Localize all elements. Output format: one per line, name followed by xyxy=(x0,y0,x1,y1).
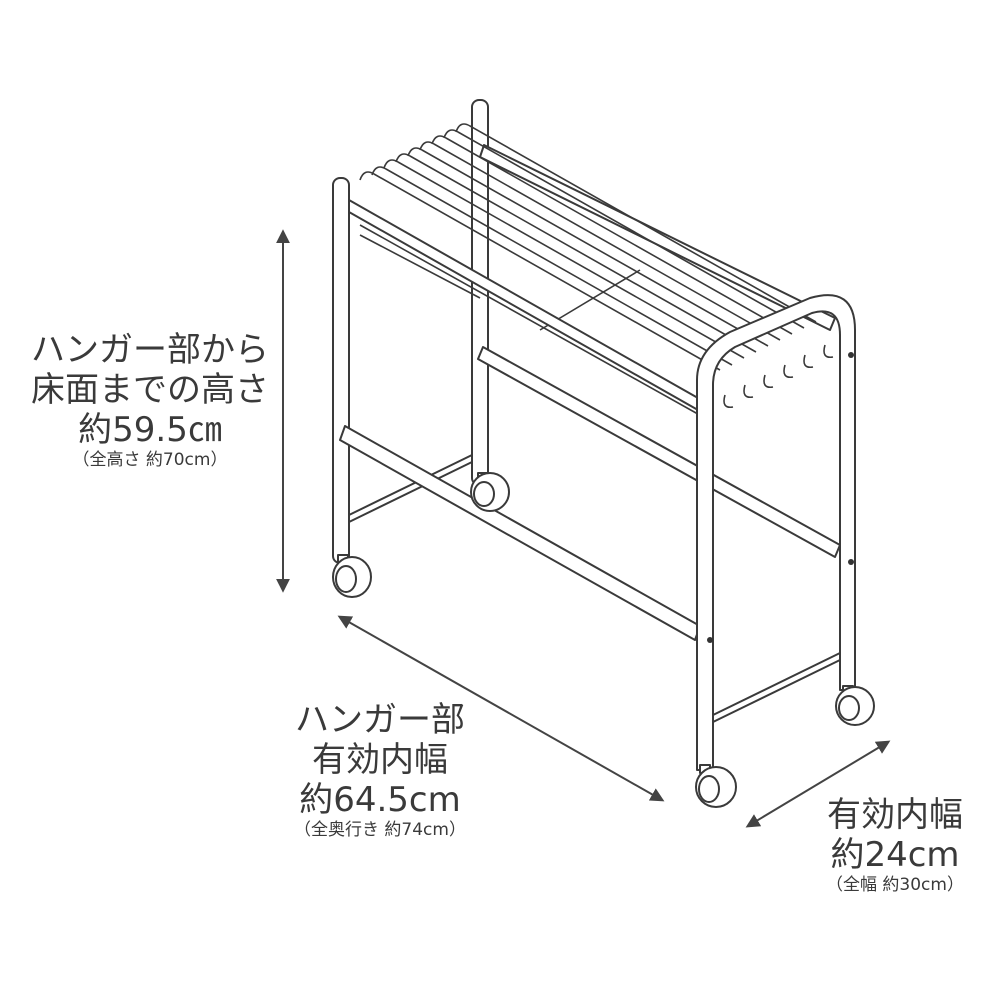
depth-label-value: 約64.5cm xyxy=(299,780,461,821)
front-lower-bar xyxy=(339,425,701,641)
back-top-rail xyxy=(479,144,836,331)
height-label-note: （全高さ 約70cm） xyxy=(72,450,228,471)
width-arrow xyxy=(745,740,891,828)
depth-arrow xyxy=(337,615,665,802)
height-dimension-label: ハンガー部から 床面までの高さ 約59.5㎝ （全高さ 約70cm） xyxy=(10,330,290,470)
width-label-note: （全幅 約30cm） xyxy=(826,875,964,896)
depth-label-note: （全奥行き 約74cm） xyxy=(294,820,466,841)
hangers xyxy=(354,123,834,419)
depth-label-line1: ハンガー部 xyxy=(295,700,465,740)
depth-dimension-label: ハンガー部 有効内幅 約64.5cm （全奥行き 約74cm） xyxy=(265,700,495,840)
width-label-line1: 有効内幅 xyxy=(827,795,963,835)
right-arch-frame xyxy=(696,294,856,771)
width-label-value: 約24cm xyxy=(830,835,960,876)
back-lower-bar xyxy=(477,346,841,558)
depth-label-line2: 有効内幅 xyxy=(312,740,448,781)
height-label-line2: 床面までの高さ xyxy=(31,370,269,411)
right-side-bar xyxy=(712,652,841,723)
casters xyxy=(332,472,875,808)
front-left-post xyxy=(332,177,350,564)
width-dimension-label: 有効内幅 約24cm （全幅 約30cm） xyxy=(800,795,990,895)
height-label-line1: ハンガー部から xyxy=(31,330,269,370)
height-label-value: 約59.5㎝ xyxy=(78,410,222,451)
